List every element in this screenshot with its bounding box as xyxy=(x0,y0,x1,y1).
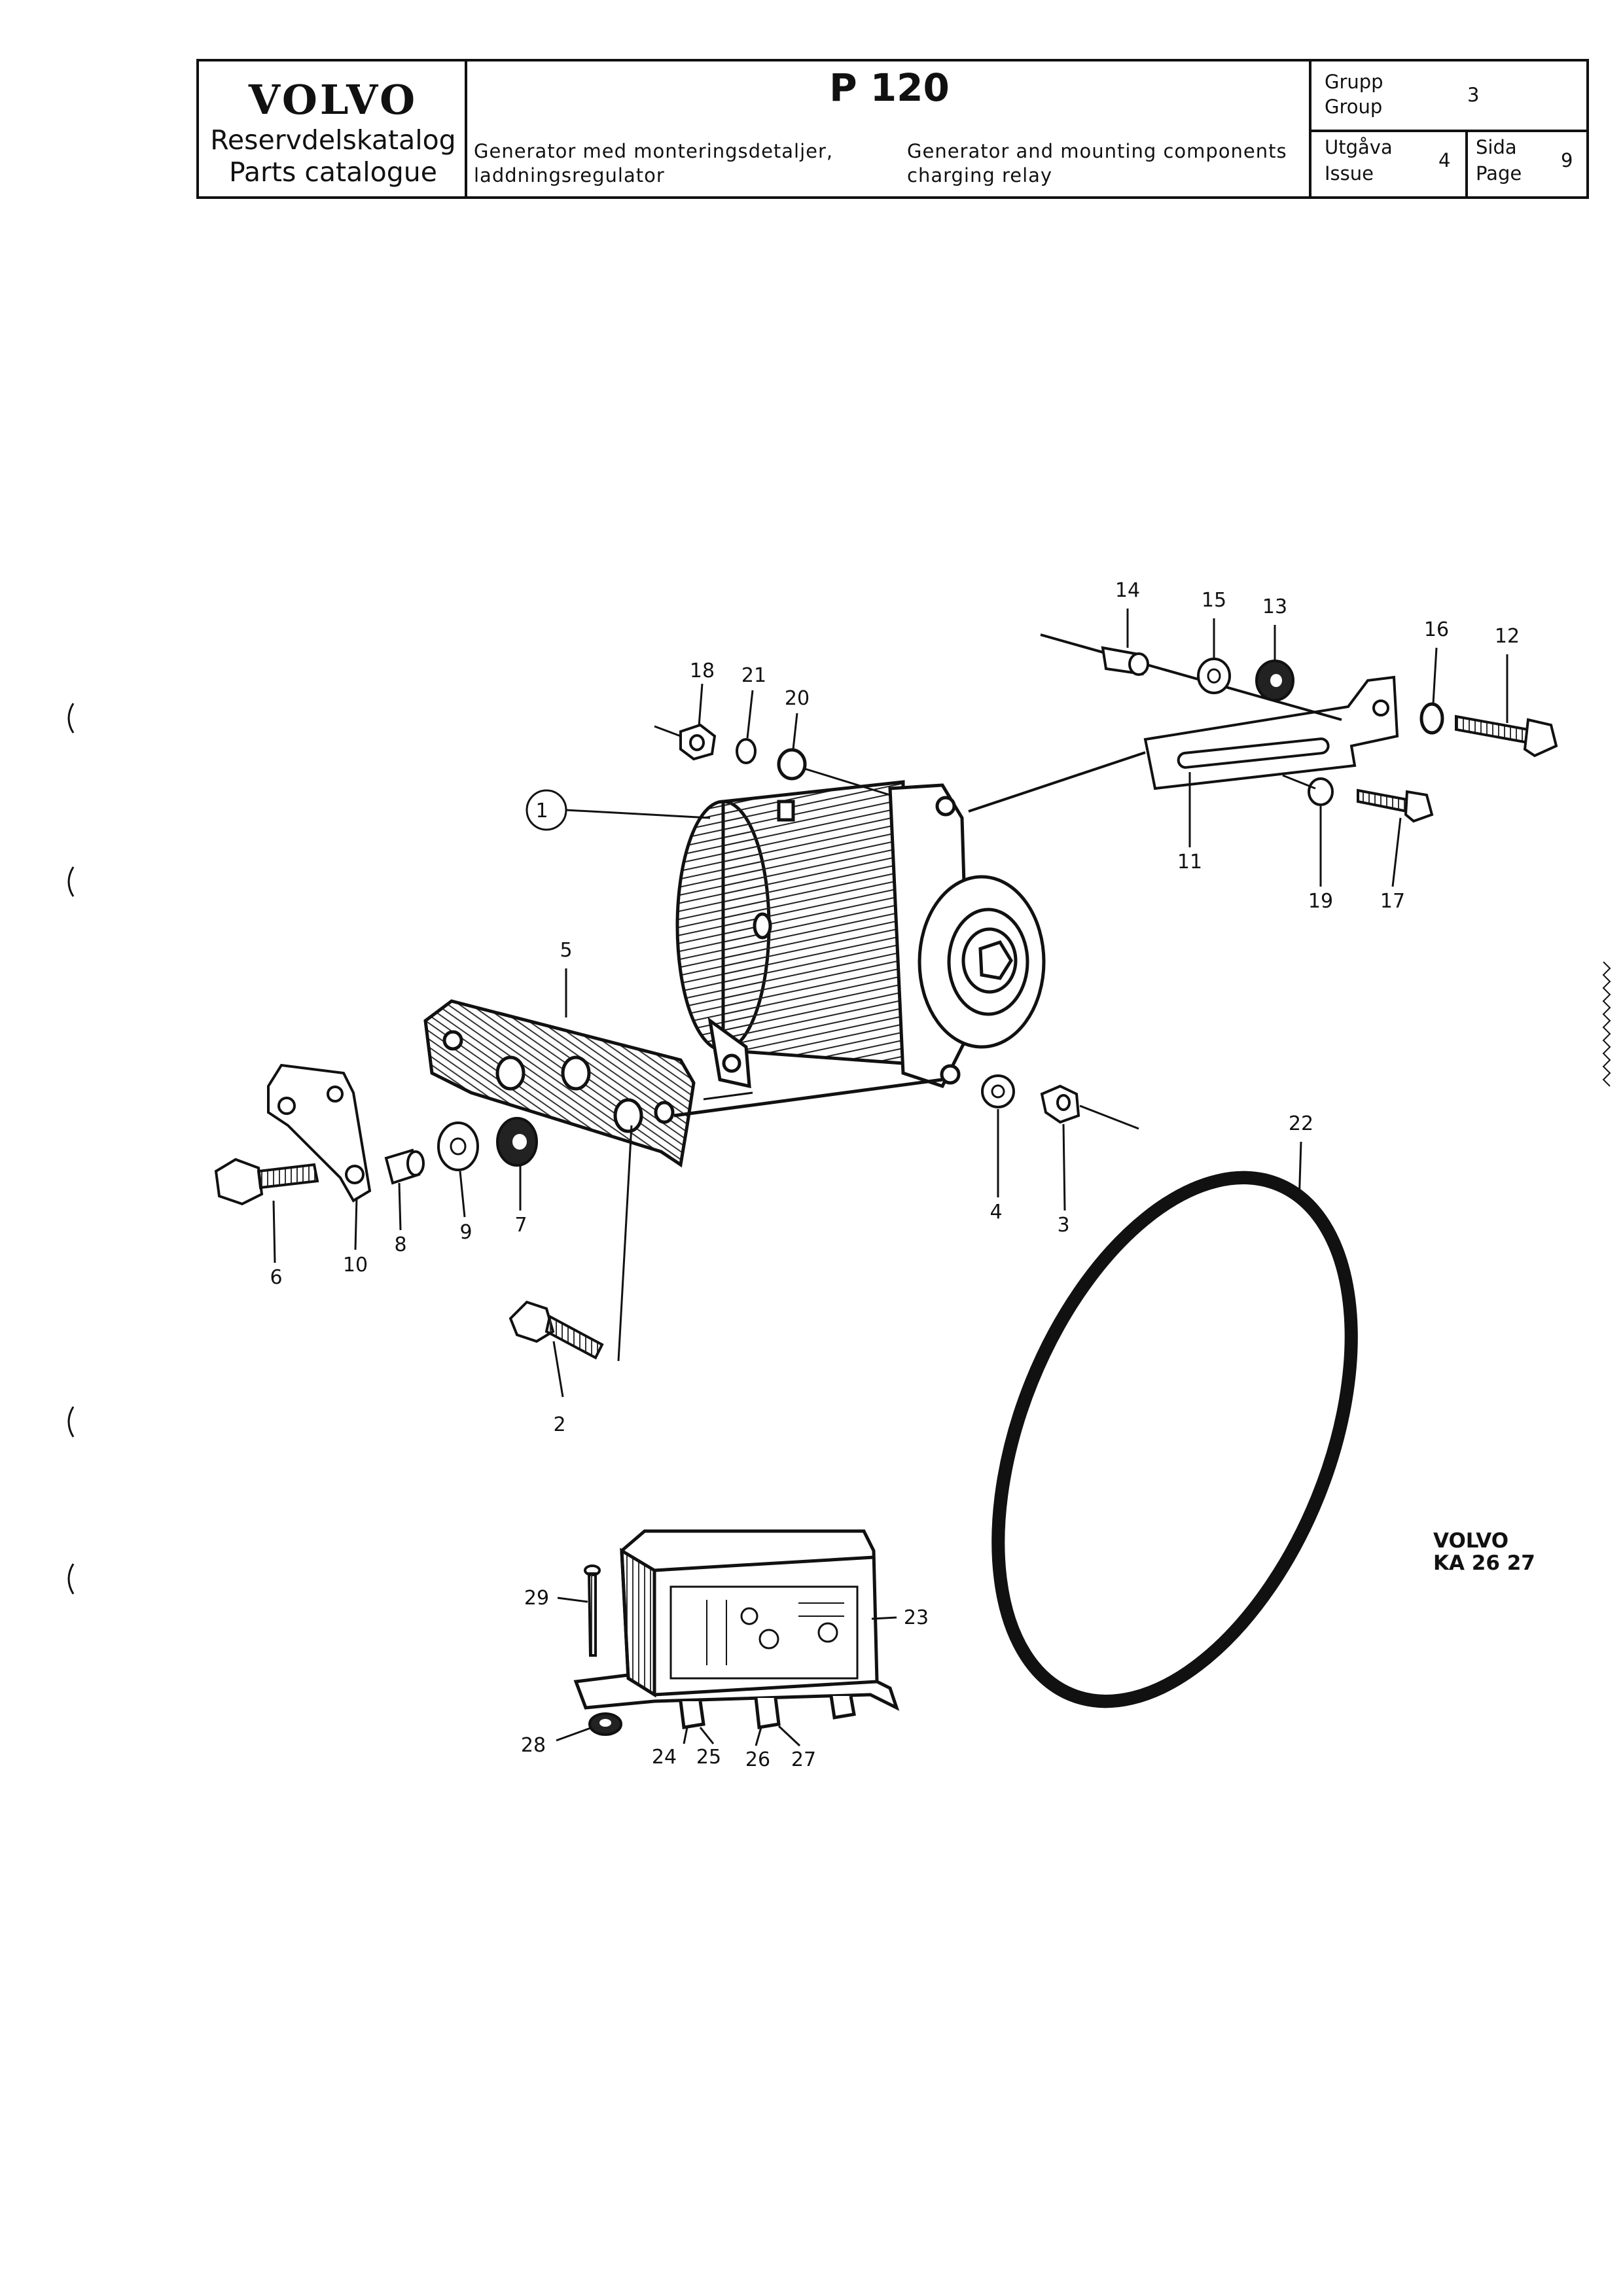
callout-5: 5 xyxy=(560,939,573,962)
callout-23: 23 xyxy=(903,1606,929,1629)
issue-value: 4 xyxy=(1438,149,1451,171)
margin-marks xyxy=(67,703,1611,1595)
washer-20 xyxy=(777,748,807,781)
page-value: 9 xyxy=(1561,149,1573,171)
group-label-en: Group xyxy=(1325,96,1383,118)
model-title: P 120 xyxy=(829,65,950,110)
callout-9: 9 xyxy=(459,1221,473,1244)
figure-ref-brand: VOLVO xyxy=(1433,1529,1509,1553)
description-cell: P 120 Generator med monteringsdetaljer, … xyxy=(467,62,1311,196)
callout-18: 18 xyxy=(689,660,715,682)
leader-lines xyxy=(272,609,1508,1747)
bolt-6 xyxy=(214,1157,319,1206)
callout-20: 20 xyxy=(784,687,810,710)
callout-21: 21 xyxy=(741,664,767,687)
issue-cell: Utgåva Issue 4 xyxy=(1311,130,1468,196)
charging-regulator-23 xyxy=(573,1529,900,1729)
mounting-bracket-5 xyxy=(423,999,943,1168)
link-plate-10 xyxy=(267,1063,372,1203)
callout-29: 29 xyxy=(524,1587,550,1610)
brand-cell: VOLVO Reservdelskatalog Parts catalogue xyxy=(199,62,467,196)
figure-ref-code: KA 26 27 xyxy=(1433,1551,1535,1575)
callout-19: 19 xyxy=(1308,890,1334,913)
group-label-sv: Grupp xyxy=(1325,71,1383,93)
description-en-line1: Generator and mounting components xyxy=(907,140,1287,162)
bolt-17 xyxy=(1357,788,1434,823)
spacer-8 xyxy=(384,1148,425,1185)
group-value: 3 xyxy=(1467,84,1480,106)
header-table: VOLVO Reservdelskatalog Parts catalogue … xyxy=(196,59,1589,199)
nut-3 xyxy=(1040,1084,1080,1124)
callout-2: 2 xyxy=(553,1413,566,1436)
catalog-title-en: Parts catalogue xyxy=(229,156,437,188)
callout-10: 10 xyxy=(342,1254,368,1277)
callout-13: 13 xyxy=(1262,595,1288,618)
callout-14: 14 xyxy=(1115,579,1141,602)
page-label-sv: Sida xyxy=(1476,136,1517,158)
issue-label-en: Issue xyxy=(1325,162,1374,185)
callout-16: 16 xyxy=(1423,618,1450,641)
description-sv-line2: laddningsregulator xyxy=(474,164,665,186)
spacer-sleeve-14 xyxy=(1101,646,1149,676)
callout-27: 27 xyxy=(791,1748,817,1771)
callout-28: 28 xyxy=(520,1734,546,1757)
lock-washer-21 xyxy=(736,738,757,764)
group-cell: Grupp Group 3 xyxy=(1311,62,1586,132)
callout-8: 8 xyxy=(394,1233,407,1256)
nut-18 xyxy=(679,723,717,761)
callout-24: 24 xyxy=(651,1746,677,1769)
volvo-logo: VOLVO xyxy=(248,76,418,124)
screw-29 xyxy=(584,1564,601,1657)
bolt-12 xyxy=(1455,715,1558,758)
generator-part xyxy=(675,780,1046,1089)
callout-17: 17 xyxy=(1380,890,1406,913)
washer-19 xyxy=(1308,777,1334,806)
fan-belt-22 xyxy=(991,1171,1358,1708)
callout-26: 26 xyxy=(745,1748,771,1771)
callout-11: 11 xyxy=(1177,851,1203,874)
description-sv-line1: Generator med monteringsdetaljer, xyxy=(474,140,834,162)
callout-3: 3 xyxy=(1057,1214,1070,1237)
callout-7: 7 xyxy=(514,1214,527,1237)
callout-15: 15 xyxy=(1201,589,1227,612)
page-label-en: Page xyxy=(1476,162,1522,185)
bolt-2 xyxy=(508,1300,604,1360)
page-cell: Sida Page 9 xyxy=(1465,130,1586,196)
catalog-title-sv: Reservdelskatalog xyxy=(210,124,456,156)
callout-4: 4 xyxy=(990,1201,1003,1224)
description-en-line2: charging relay xyxy=(907,164,1053,186)
issue-label-sv: Utgåva xyxy=(1325,136,1393,158)
info-cell: Grupp Group 3 Utgåva Issue 4 Sida Page 9 xyxy=(1311,62,1586,196)
callout-6: 6 xyxy=(270,1266,283,1289)
callout-1: 1 xyxy=(535,800,548,822)
washer-16 xyxy=(1419,702,1444,735)
callout-12: 12 xyxy=(1494,625,1520,648)
callout-25: 25 xyxy=(696,1746,722,1769)
adjusting-bracket-part xyxy=(968,633,1399,813)
callout-22: 22 xyxy=(1288,1112,1314,1135)
